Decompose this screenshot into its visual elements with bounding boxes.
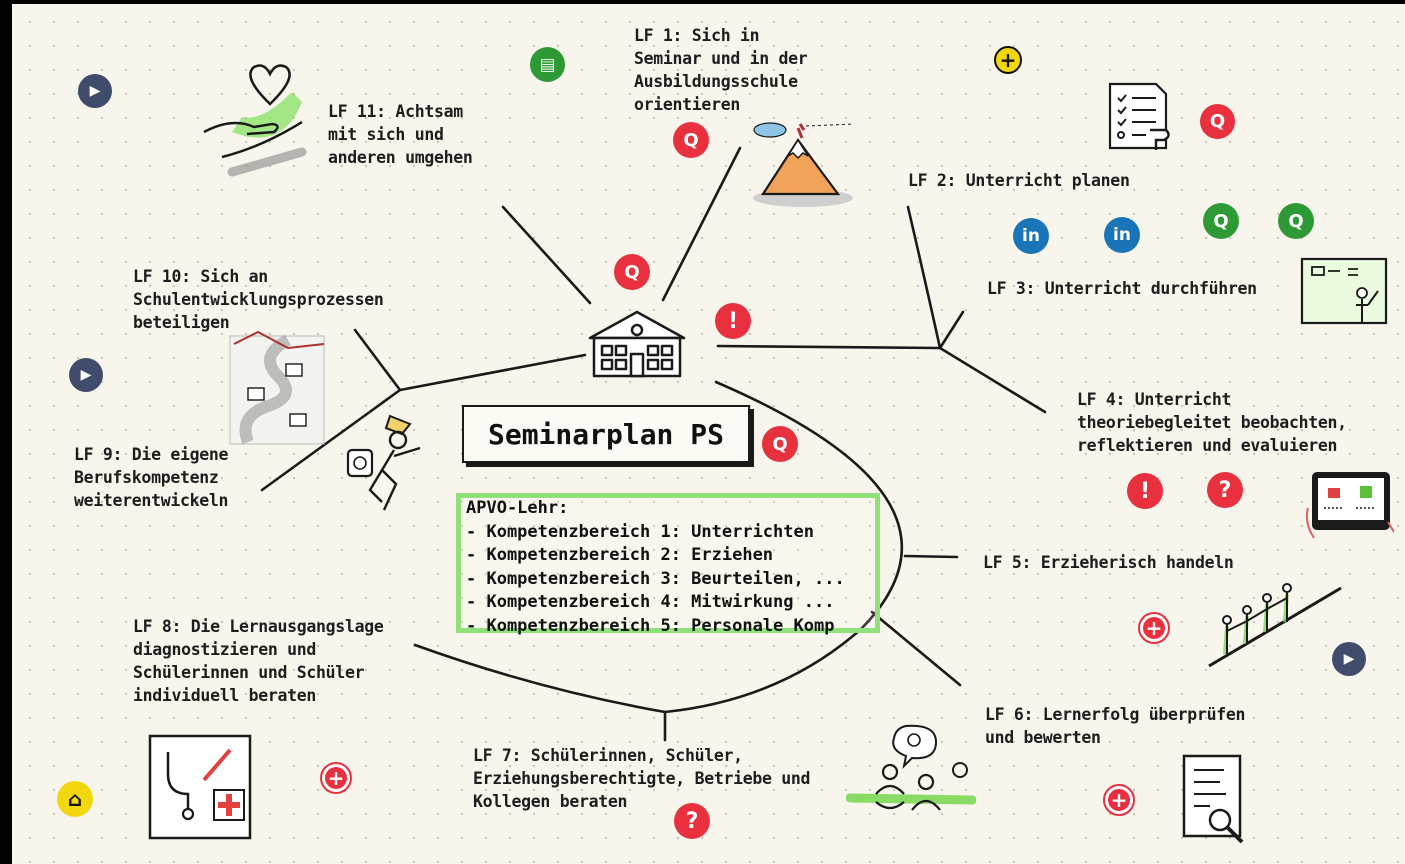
book-icon[interactable]: ▤: [530, 47, 565, 82]
school-building-icon: [588, 310, 686, 378]
video-icon[interactable]: ▶: [1332, 642, 1366, 676]
apvo-highlight-box: [456, 493, 880, 633]
search-icon[interactable]: Q: [1200, 104, 1235, 139]
add-icon[interactable]: +: [1138, 612, 1170, 644]
assessment-document-icon: [1182, 754, 1244, 844]
search-glyph: Q: [624, 261, 640, 283]
search-green-icon[interactable]: Q: [1203, 203, 1239, 239]
search-icon[interactable]: Q: [673, 122, 709, 158]
lf11-label[interactable]: LF 11: Achtsam mit sich und anderen umge…: [328, 102, 473, 167]
apvo-item-2: - Kompetenzbereich 2: Erziehen: [466, 545, 774, 565]
apvo-list: APVO-Lehr: - Kompetenzbereich 1: Unterric…: [466, 497, 845, 638]
video-icon[interactable]: ▶: [78, 74, 112, 108]
climbing-team-icon: [1208, 583, 1342, 668]
question-icon[interactable]: ?: [1207, 472, 1243, 508]
plus-glyph: +: [999, 48, 1017, 72]
plus-glyph: +: [1110, 788, 1128, 812]
home-icon[interactable]: ⌂: [57, 781, 93, 817]
lf9-label[interactable]: LF 9: Die eigene Berufskompetenz weitere…: [74, 445, 229, 510]
linkedin-glyph: in: [1022, 226, 1040, 246]
lf8-label[interactable]: LF 8: Die Lernausgangslage diagnostizier…: [133, 617, 384, 705]
alert-icon[interactable]: !: [715, 303, 751, 339]
lf7-label[interactable]: LF 7: Schülerinnen, Schüler, Erziehungsb…: [473, 746, 811, 811]
title-text: Seminarplan PS: [487, 417, 724, 451]
question-glyph: ?: [1218, 477, 1232, 503]
alert-icon[interactable]: !: [1127, 473, 1163, 509]
apvo-item-5: - Kompetenzbereich 5: Personale Komp: [466, 615, 835, 636]
lf5-label[interactable]: LF 5: Erzieherisch handeln: [983, 553, 1234, 572]
lf10-label[interactable]: LF 10: Sich an Schulentwicklungsprozesse…: [133, 267, 384, 332]
linkedin-icon[interactable]: in: [1104, 217, 1140, 253]
apvo-item-4: - Kompetenzbereich 4: Mitwirkung ...: [466, 592, 835, 612]
search-glyph: Q: [1288, 210, 1304, 232]
apvo-item-1: - Kompetenzbereich 1: Unterrichten: [466, 521, 814, 542]
video-glyph: ▶: [89, 83, 101, 99]
alert-glyph: !: [1139, 478, 1151, 504]
lf2-label[interactable]: LF 2: Unterricht planen: [908, 171, 1130, 190]
apvo-heading: APVO-Lehr:: [466, 498, 569, 518]
add-icon[interactable]: +: [320, 762, 352, 794]
plus-glyph: +: [1145, 616, 1163, 640]
search-icon[interactable]: Q: [762, 426, 798, 462]
whiteboard-teacher-icon: [1300, 257, 1388, 325]
lf1-label[interactable]: LF 1: Sich in Seminar und in der Ausbild…: [634, 26, 808, 114]
question-icon[interactable]: ?: [674, 803, 710, 839]
search-glyph: Q: [1213, 210, 1229, 232]
lf4-label[interactable]: LF 4: Unterricht theoriebegleitet beobac…: [1077, 390, 1347, 455]
linkedin-icon[interactable]: in: [1013, 218, 1049, 254]
runner-briefcase-icon: [346, 414, 421, 511]
search-glyph: Q: [772, 433, 788, 455]
counseling-people-icon: [846, 724, 976, 811]
search-glyph: Q: [1209, 111, 1226, 132]
checklist-icon: [1108, 82, 1170, 150]
video-glyph: ▶: [1343, 651, 1355, 667]
video-icon[interactable]: ▶: [69, 358, 103, 392]
search-icon[interactable]: Q: [614, 254, 650, 290]
page-title: Seminarplan PS: [462, 405, 750, 463]
question-glyph: ?: [685, 808, 699, 834]
lf6-label[interactable]: LF 6: Lernerfolg überprüfen und bewerten: [985, 705, 1246, 747]
book-glyph: ▤: [539, 54, 556, 75]
search-glyph: Q: [683, 129, 699, 151]
add-yellow-icon[interactable]: +: [994, 46, 1022, 74]
apvo-item-3: - Kompetenzbereich 3: Beurteilen, ...: [466, 568, 845, 589]
search-green-icon[interactable]: Q: [1278, 203, 1314, 239]
development-path-icon: [229, 330, 325, 445]
add-icon[interactable]: +: [1103, 784, 1135, 816]
video-glyph: ▶: [80, 367, 92, 383]
mountain-summit-icon: [753, 122, 854, 207]
heart-hand-icon: [203, 64, 307, 177]
home-glyph: ⌂: [67, 787, 83, 811]
alert-glyph: !: [727, 308, 739, 334]
lf3-label[interactable]: LF 3: Unterricht durchführen: [987, 279, 1257, 298]
plus-glyph: +: [327, 766, 345, 790]
tablet-feedback-icon: [1305, 472, 1394, 539]
doctor-diagnosis-icon: [148, 734, 252, 840]
linkedin-glyph: in: [1113, 225, 1131, 245]
